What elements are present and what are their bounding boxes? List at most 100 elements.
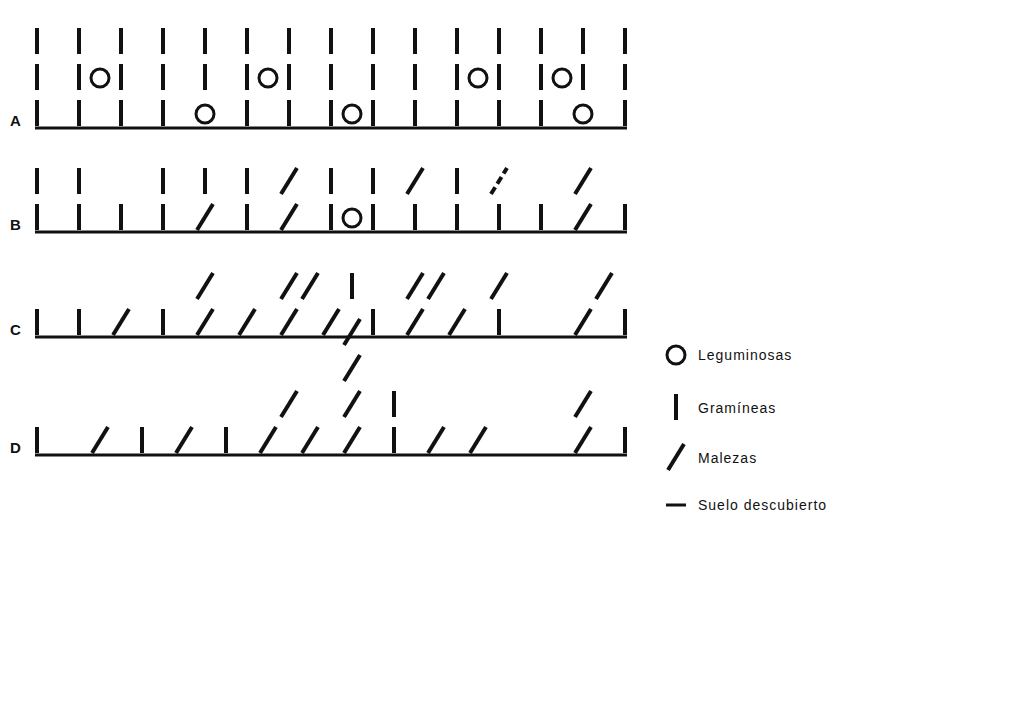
legume-mark (667, 346, 685, 364)
row-label: C (10, 322, 21, 337)
grass-mark (287, 100, 291, 126)
weed-mark (470, 427, 486, 453)
grass-mark (77, 168, 81, 194)
grass-mark (119, 28, 123, 54)
weed-mark (575, 168, 591, 194)
legume-mark (553, 69, 571, 87)
legume-mark (196, 105, 214, 123)
grass-mark (161, 100, 165, 126)
bare-soil-mark (666, 504, 686, 507)
pasture-row (35, 319, 627, 455)
grass-mark (371, 168, 375, 194)
weed-mark (668, 444, 684, 470)
weed-mark (407, 273, 423, 299)
grass-mark (161, 168, 165, 194)
grass-mark (203, 28, 207, 54)
grass-mark (371, 204, 375, 230)
grass-mark (455, 64, 459, 90)
weed-mark (491, 273, 507, 299)
grass-mark (392, 427, 396, 453)
grass-mark (35, 100, 39, 126)
legend-text: Gramíneas (698, 401, 776, 415)
weed-mark (344, 355, 360, 381)
weed-mark (239, 309, 255, 335)
weed-mark (260, 427, 276, 453)
grass-mark (413, 100, 417, 126)
grass-mark (161, 204, 165, 230)
grass-mark (371, 28, 375, 54)
grass-mark (161, 28, 165, 54)
grass-mark (329, 64, 333, 90)
grass-mark (161, 64, 165, 90)
legend-text: Malezas (698, 451, 757, 465)
grass-mark (140, 427, 144, 453)
weed-mark (575, 204, 591, 230)
weed-mark (281, 273, 297, 299)
grass-mark (35, 204, 39, 230)
grass-mark (245, 168, 249, 194)
legend-text: Suelo descubierto (698, 498, 827, 512)
weed-mark (113, 309, 129, 335)
grass-mark (413, 28, 417, 54)
grass-mark (77, 64, 81, 90)
legume-mark (469, 69, 487, 87)
weed-mark (575, 309, 591, 335)
weed-mark (344, 319, 360, 345)
weed-mark (197, 204, 213, 230)
grass-mark (623, 64, 627, 90)
weed-mark (449, 309, 465, 335)
grass-mark (413, 64, 417, 90)
grass-mark (35, 427, 39, 453)
grass-mark (539, 64, 543, 90)
weed-mark (302, 273, 318, 299)
grass-mark (539, 28, 543, 54)
grass-mark (497, 204, 501, 230)
grass-mark (350, 273, 354, 299)
weed-mark (92, 427, 108, 453)
grass-mark (245, 100, 249, 126)
legend-samples (666, 346, 686, 505)
grass-mark (77, 28, 81, 54)
weed-mark (407, 309, 423, 335)
grass-mark (581, 28, 585, 54)
grass-mark (329, 100, 333, 126)
grass-mark (455, 28, 459, 54)
weed-mark (281, 309, 297, 335)
grass-mark (77, 100, 81, 126)
weed-mark (281, 168, 297, 194)
grass-mark (674, 394, 678, 420)
grass-mark (455, 168, 459, 194)
grass-mark (203, 168, 207, 194)
grass-mark (35, 64, 39, 90)
pasture-row (35, 28, 627, 128)
row-label: D (10, 440, 21, 455)
grass-mark (119, 204, 123, 230)
grass-mark (35, 309, 39, 335)
ground-line (35, 127, 627, 130)
grass-mark (371, 100, 375, 126)
grass-mark (497, 100, 501, 126)
legume-mark (343, 209, 361, 227)
legume-mark (91, 69, 109, 87)
legume-mark (259, 69, 277, 87)
grass-mark (371, 64, 375, 90)
weed-mark (197, 309, 213, 335)
grass-mark (623, 100, 627, 126)
weed-mark (176, 427, 192, 453)
pasture-row (35, 273, 627, 337)
grass-mark (497, 28, 501, 54)
grass-mark (77, 309, 81, 335)
row-label: A (10, 113, 21, 128)
grass-mark (497, 64, 501, 90)
weed-mark (428, 273, 444, 299)
grass-mark (329, 28, 333, 54)
grass-mark (35, 28, 39, 54)
grass-mark (623, 309, 627, 335)
weed-mark (575, 427, 591, 453)
grass-mark (35, 168, 39, 194)
weed-mark (407, 168, 423, 194)
weed-mark (323, 309, 339, 335)
grass-mark (287, 28, 291, 54)
grass-mark (623, 28, 627, 54)
weed-mark (344, 427, 360, 453)
